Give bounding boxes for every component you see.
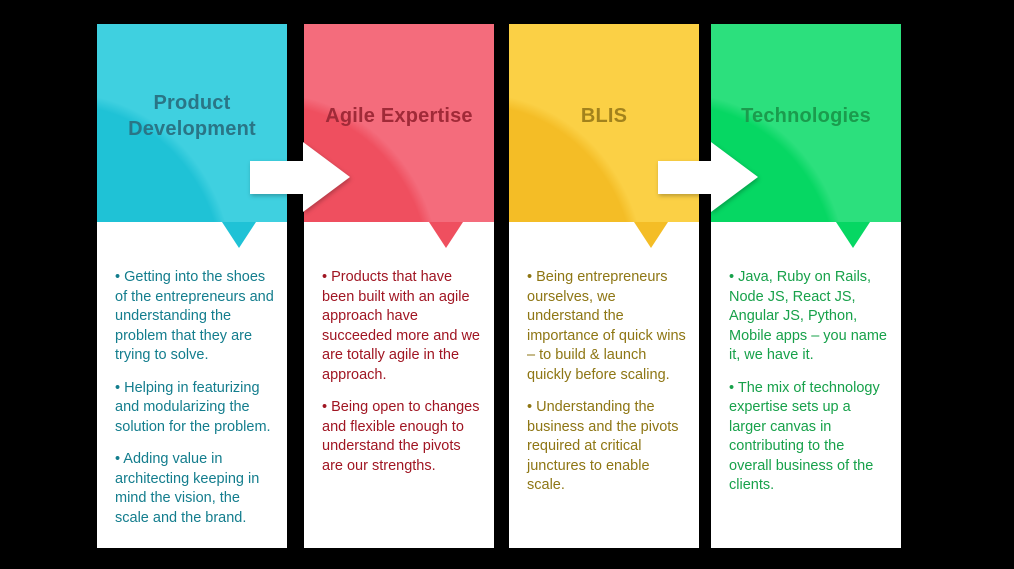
card-blis: BLIS • Being entrepreneurs ourselves, we… (509, 24, 699, 548)
pointer-tail (835, 222, 870, 248)
bullet-item: • Getting into the shoes of the entrepre… (115, 269, 274, 363)
pointer-tail (633, 222, 668, 248)
card-body: • Products that have been built with an … (304, 222, 494, 548)
bullet-item: • Products that have been built with an … (322, 269, 480, 383)
card-body: • Being entrepreneurs ourselves, we unde… (509, 222, 699, 548)
pointer-tail (221, 222, 256, 248)
arrow-head (303, 142, 350, 212)
card-technologies: Technologies • Java, Ruby on Rails, Node… (711, 24, 901, 548)
card-product-development: Product Development • Getting into the s… (97, 24, 287, 548)
card-title: Agile Expertise (325, 105, 473, 127)
arrow-head (711, 142, 758, 212)
card-title: Technologies (741, 105, 871, 127)
right-arrow-icon (658, 142, 758, 212)
card-body: • Getting into the shoes of the entrepre… (97, 222, 287, 548)
bullet-item: • Helping in featurizing and modularizin… (115, 379, 271, 435)
bullet-item: • Adding value in architecting keeping i… (115, 451, 260, 526)
bullet-item: • Being entrepreneurs ourselves, we unde… (527, 269, 686, 383)
bullet-item: • Understanding the business and the piv… (527, 399, 679, 493)
arrow-shaft (250, 161, 303, 194)
card-header: Product Development (97, 24, 287, 222)
right-arrow-icon (250, 142, 350, 212)
card-title: BLIS (580, 105, 628, 127)
bullet-item: • Java, Ruby on Rails, Node JS, React JS… (729, 269, 887, 363)
arrow-shaft (658, 161, 711, 194)
card-agile-expertise: Agile Expertise • Products that have bee… (304, 24, 494, 548)
bullet-item: • The mix of technology expertise sets u… (729, 379, 880, 494)
bullet-item: • Being open to changes and flexible eno… (322, 399, 480, 474)
pointer-tail (428, 222, 463, 248)
card-title: Product Development (128, 92, 256, 140)
card-body: • Java, Ruby on Rails, Node JS, React JS… (711, 222, 901, 548)
